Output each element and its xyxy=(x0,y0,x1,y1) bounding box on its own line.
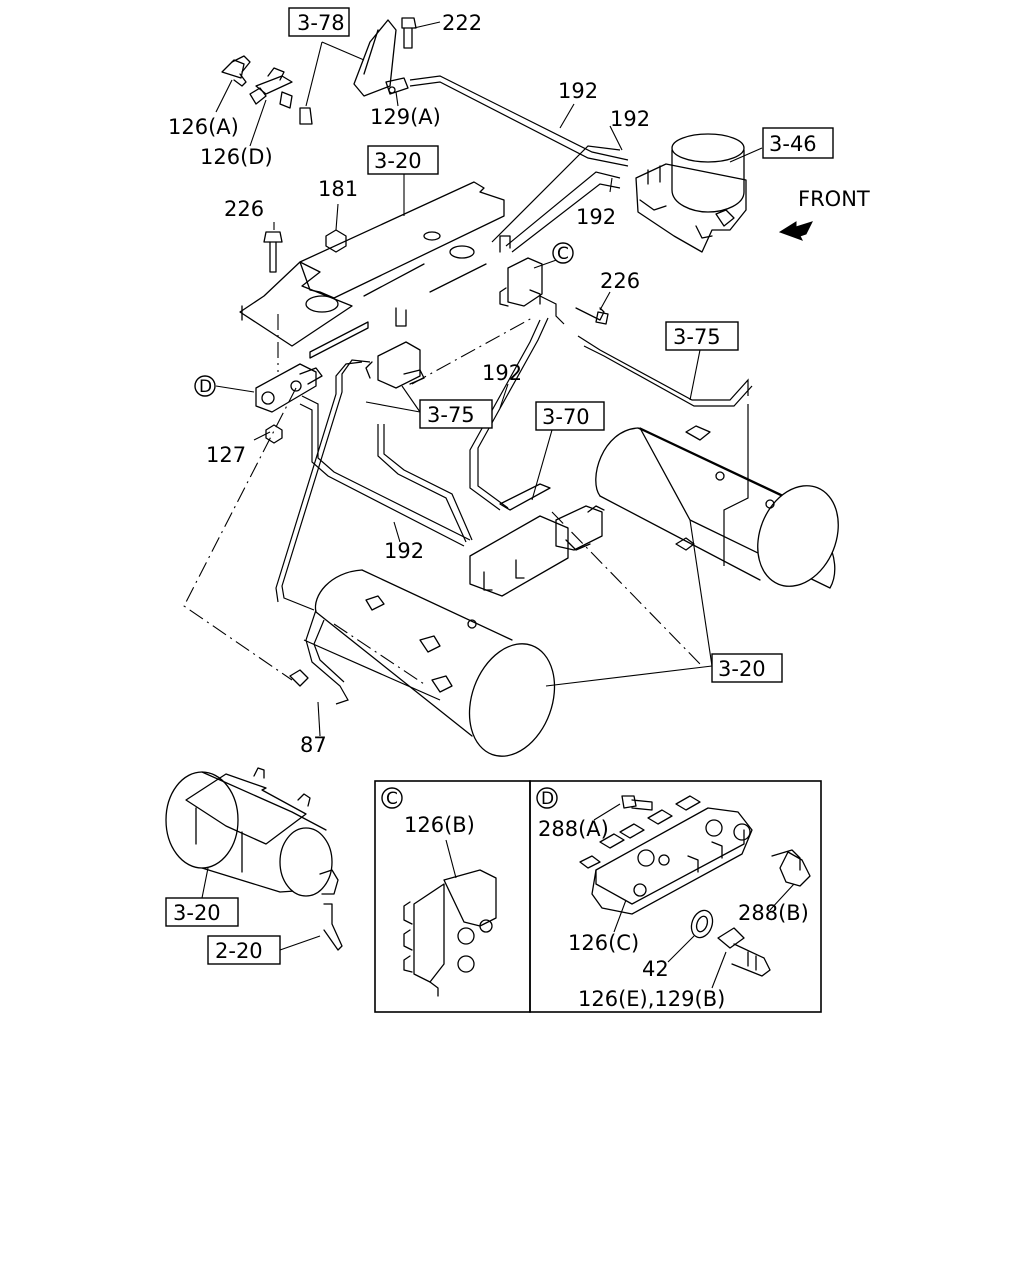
ref-box-3-20-top: 3-20 xyxy=(367,145,439,175)
bolt-226-right xyxy=(575,307,609,325)
leader-2-20 xyxy=(279,935,321,951)
label-192-b: 192 xyxy=(610,107,650,131)
label-192-e: 192 xyxy=(384,539,424,563)
detail-d-126e: 126(E),129(B) xyxy=(578,987,725,1011)
manifold-valve-d xyxy=(255,363,323,413)
elbow-fitting-126a xyxy=(221,55,251,87)
detail-c-part-label: 126(B) xyxy=(404,813,475,837)
callout-c: C xyxy=(552,242,574,264)
bolt-222 xyxy=(401,17,417,49)
svg-text:3-20: 3-20 xyxy=(173,901,221,925)
detail-d-288a: 288(A) xyxy=(538,817,609,841)
ref-box-3-46: 3-46 xyxy=(762,127,834,159)
label-129a: 129(A) xyxy=(370,105,441,129)
detail-d-42: 42 xyxy=(642,957,669,981)
bolt-226-left xyxy=(263,231,283,273)
valve-3-75-mid xyxy=(365,341,425,389)
label-127: 127 xyxy=(206,443,246,467)
label-126a: 126(A) xyxy=(168,115,239,139)
fitting-87 xyxy=(289,669,309,687)
air-tank-right xyxy=(595,425,839,589)
svg-text:3-20: 3-20 xyxy=(374,149,422,173)
cross-member-3-20 xyxy=(239,181,511,359)
ref-box-3-78: 3-78 xyxy=(288,7,350,37)
detail-d-288b: 288(B) xyxy=(738,901,809,925)
detail-panel-c: C 126(B) xyxy=(374,780,531,1013)
detail-panel-d: D 288(A) 288(B) 126(C) 42 126(E),129(B) xyxy=(529,780,822,1013)
chain-lines xyxy=(183,314,701,685)
valve-bank-3-70 xyxy=(469,483,605,597)
svg-text:3-70: 3-70 xyxy=(542,405,590,429)
label-192-a: 192 xyxy=(558,79,598,103)
air-tank-left xyxy=(314,569,556,757)
svg-text:3-20: 3-20 xyxy=(718,657,766,681)
ref-box-3-20-bottom: 3-20 xyxy=(165,897,239,927)
bolt-under-3-78 xyxy=(299,107,313,125)
svg-text:3-78: 3-78 xyxy=(297,11,345,35)
label-192-d: 192 xyxy=(482,361,522,385)
label-192-c: 192 xyxy=(576,205,616,229)
leader-lines xyxy=(215,21,763,737)
callout-c-letter: C xyxy=(557,244,569,264)
bracket-3-78 xyxy=(353,19,397,97)
ref-box-3-75-right: 3-75 xyxy=(665,321,739,351)
ref-box-3-20-right: 3-20 xyxy=(711,653,783,683)
svg-text:3-75: 3-75 xyxy=(427,403,475,427)
leader-3-20-bottom xyxy=(201,867,209,899)
label-226-left: 226 xyxy=(224,197,264,221)
pipes xyxy=(275,75,753,705)
front-arrow: FRONT xyxy=(778,187,870,241)
relay-valve-c xyxy=(499,257,543,307)
ref-box-2-20: 2-20 xyxy=(207,935,281,965)
connector-129a xyxy=(385,77,409,95)
nut-127 xyxy=(265,424,283,444)
detail-d-letter: D xyxy=(541,789,554,809)
tee-fitting-126d xyxy=(249,67,293,109)
svg-text:3-75: 3-75 xyxy=(673,325,721,349)
part-labels: 222 126(A) 126(D) 129(A) 192 192 192 192… xyxy=(168,11,650,757)
label-126d: 126(D) xyxy=(200,145,273,169)
svg-text:2-20: 2-20 xyxy=(215,939,263,963)
label-87: 87 xyxy=(300,733,327,757)
label-181: 181 xyxy=(318,177,358,201)
front-label: FRONT xyxy=(798,187,870,211)
detail-c-letter: C xyxy=(386,789,398,809)
callout-d-letter: D xyxy=(199,377,212,397)
label-226-right: 226 xyxy=(600,269,640,293)
svg-text:3-46: 3-46 xyxy=(769,132,817,156)
detail-d-126c: 126(C) xyxy=(568,931,639,955)
label-222: 222 xyxy=(442,11,482,35)
spring-brake-chamber xyxy=(165,767,343,951)
ref-box-3-75-mid: 3-75 xyxy=(419,399,493,429)
air-dryer-3-46 xyxy=(635,133,747,253)
ref-box-3-70: 3-70 xyxy=(535,401,605,431)
callout-d: D xyxy=(194,375,216,397)
